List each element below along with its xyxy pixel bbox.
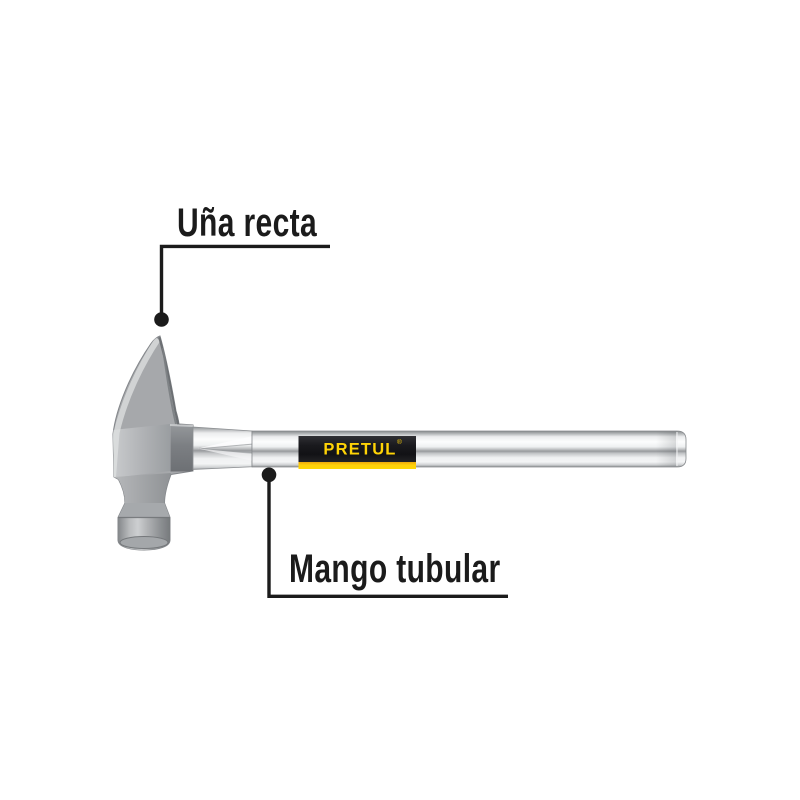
handle-socket xyxy=(170,424,193,472)
callout-claw-dot xyxy=(154,312,169,327)
striking-face xyxy=(119,536,169,549)
brand-stripe xyxy=(298,462,416,469)
brand-registered-mark: ® xyxy=(397,438,402,446)
hammer-cheek xyxy=(113,424,170,478)
hammer-handle xyxy=(192,426,687,470)
callout-claw-label: Uña recta xyxy=(177,201,318,245)
hammer-neck xyxy=(114,473,171,503)
callout-handle-label: Mango tubular xyxy=(289,547,501,591)
callout-handle-dot xyxy=(261,467,277,483)
brand-label: PRETUL ® xyxy=(298,436,416,469)
hammer-head xyxy=(112,335,194,551)
callout-handle-leader xyxy=(261,467,508,598)
brand-text: PRETUL xyxy=(323,441,396,459)
brand-band xyxy=(298,436,416,462)
callout-claw-leader xyxy=(154,244,330,327)
